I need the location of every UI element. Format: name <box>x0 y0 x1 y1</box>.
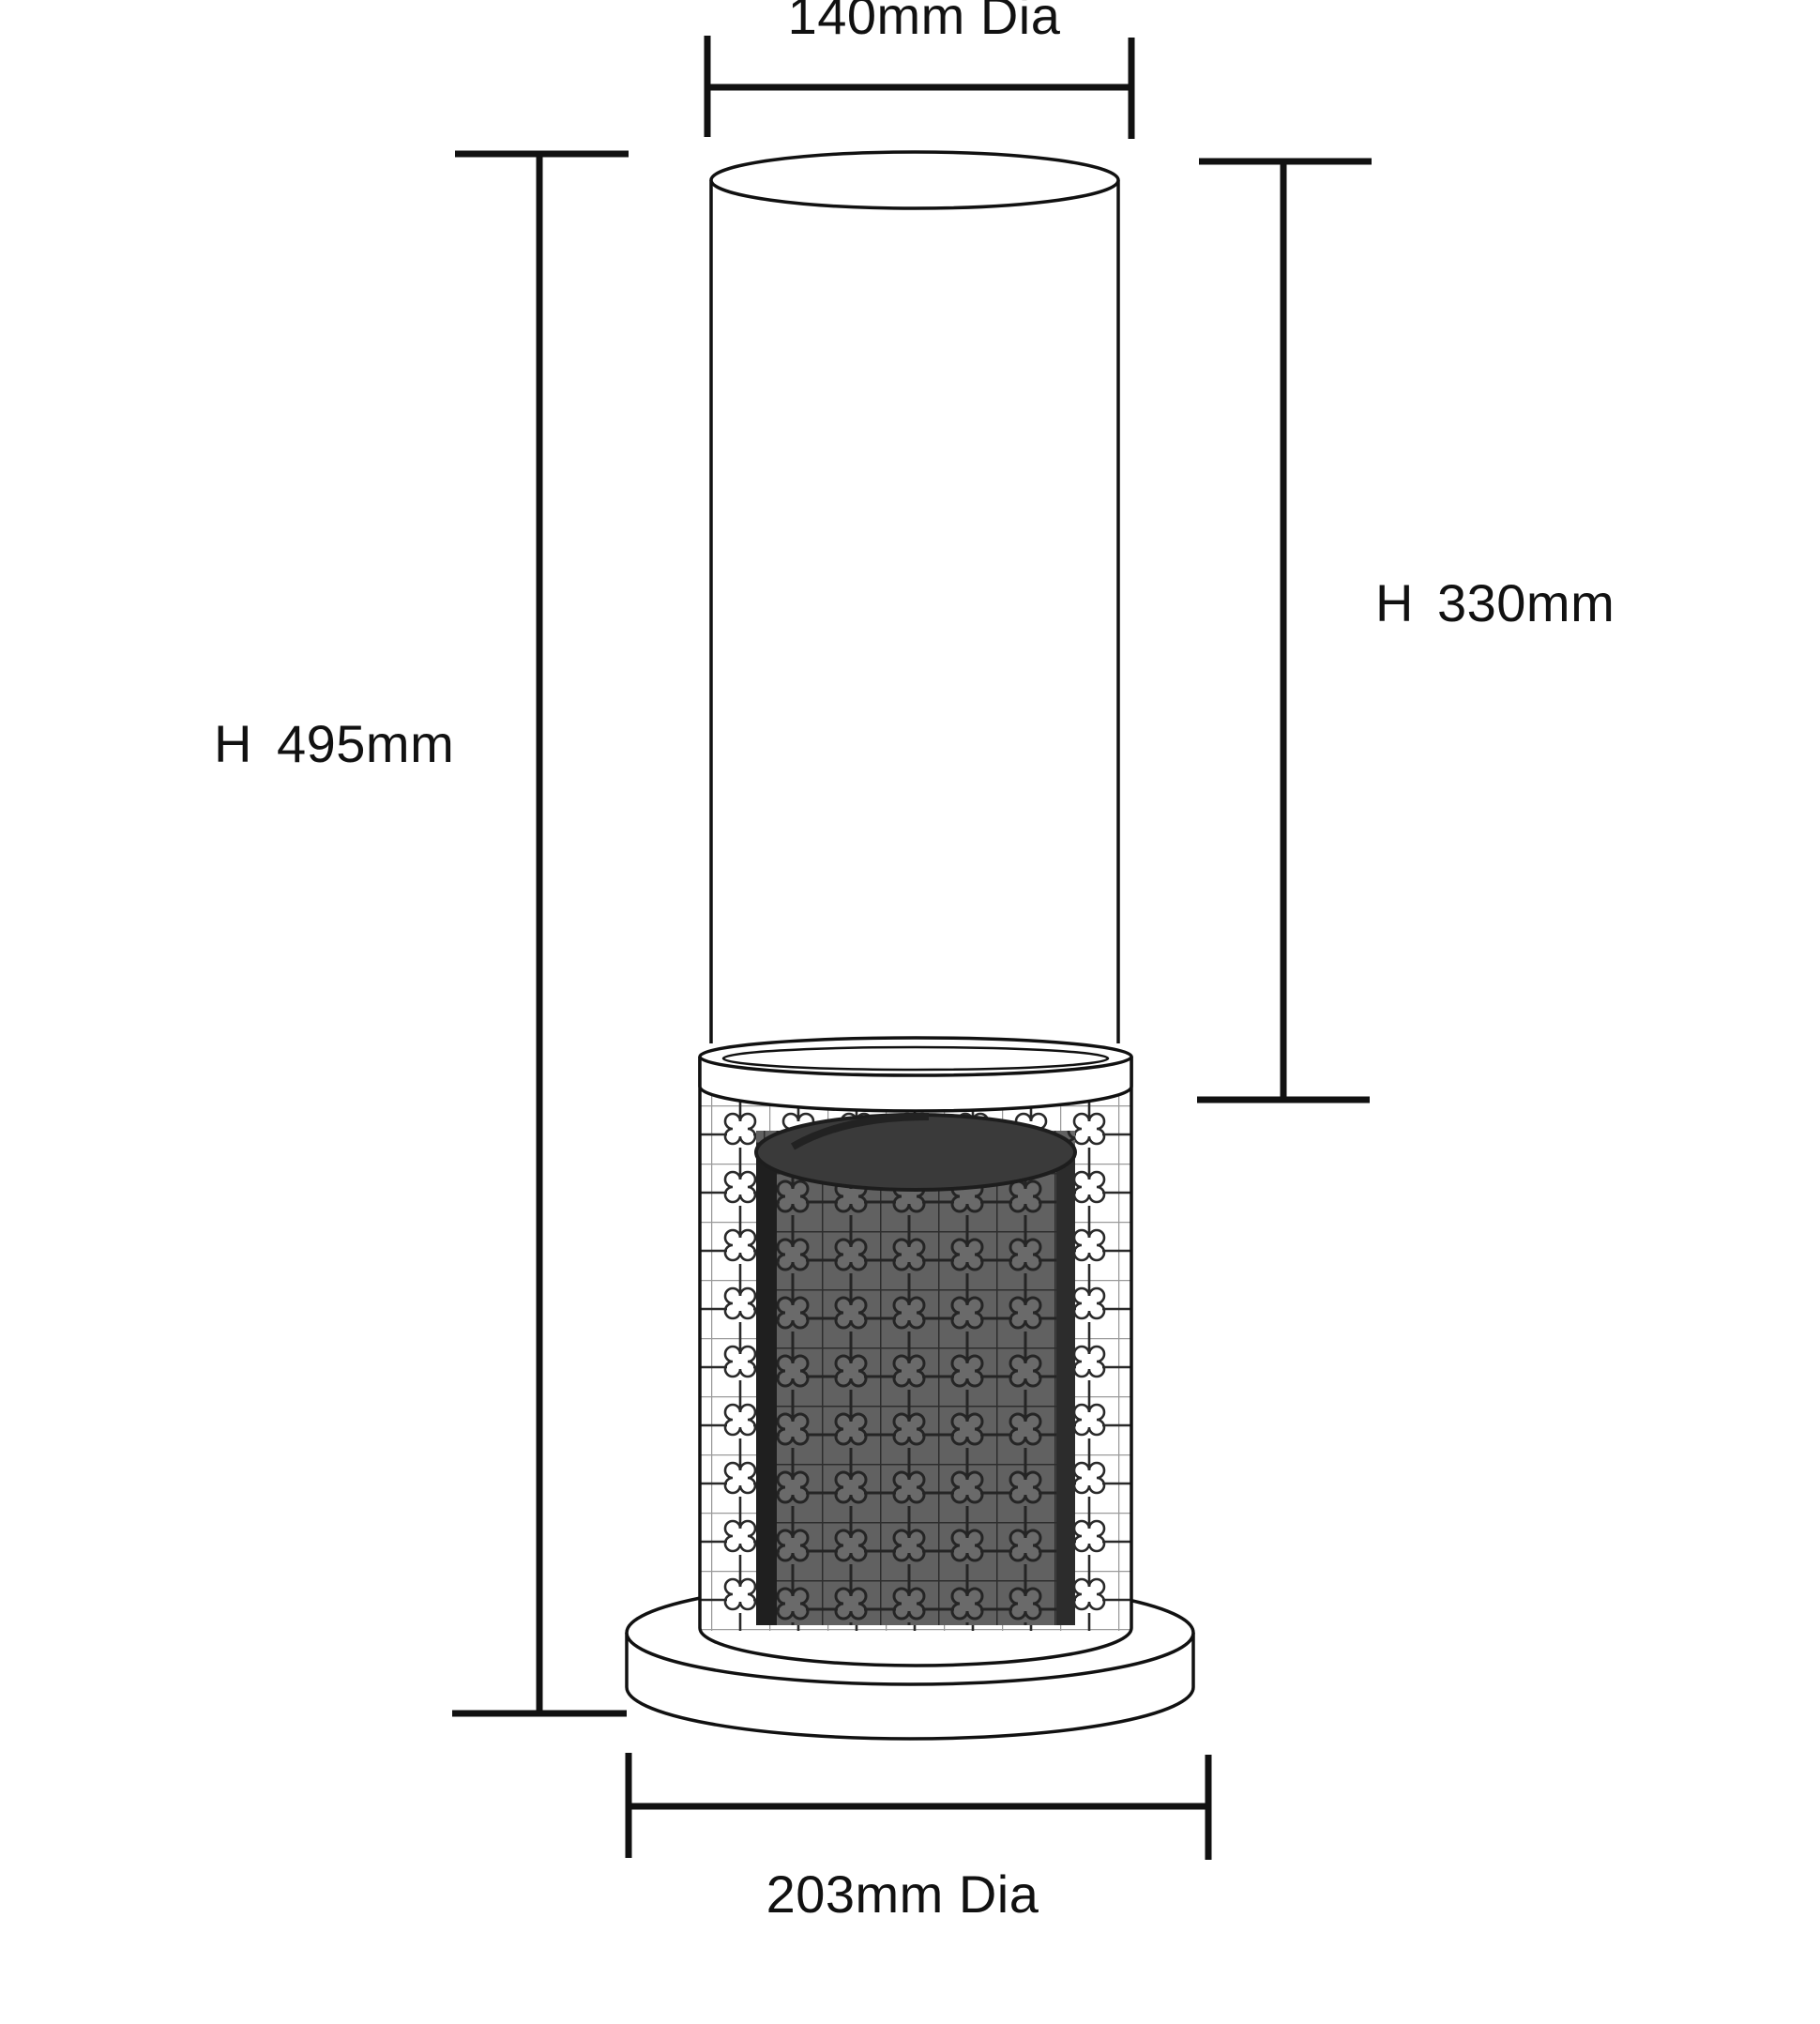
overall-height-label: 495mm <box>277 714 454 773</box>
top-diameter-label: 140mm Dia <box>788 0 1061 45</box>
overall-height-prefix: H <box>214 714 252 773</box>
base-diameter-dimension: 203mm Dia <box>625 1753 1212 1924</box>
glass-height-label: 330mm <box>1437 573 1615 632</box>
overall-height-dimension: H 495mm <box>214 150 629 1717</box>
glass-height-prefix: H <box>1375 573 1414 632</box>
glass-height-dimension: H 330mm <box>1197 158 1615 1103</box>
glass-tube <box>709 150 1120 1043</box>
top-diameter-dimension: 140mm Dia <box>704 0 1135 139</box>
lattice-sleeve <box>698 1036 1133 1667</box>
base-diameter-label: 203mm Dia <box>766 1864 1039 1924</box>
